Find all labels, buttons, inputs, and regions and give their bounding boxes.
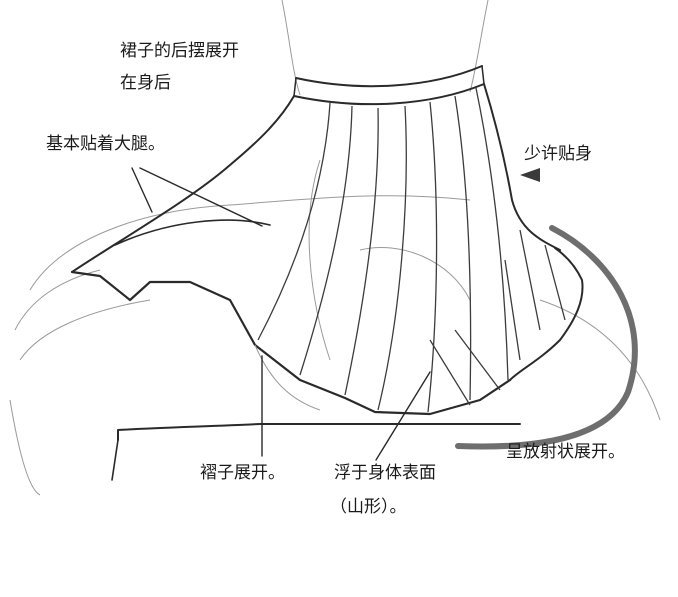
label-pleats-open: 褶子展开。 [200, 463, 285, 483]
label-back-hem: 裙子的后摆展开 [120, 41, 239, 61]
label-float: 浮于身体表面 [334, 463, 436, 483]
label-float-line2: （山形）。 [330, 497, 407, 517]
annotation-pointers [131, 167, 431, 461]
chair-edge [111, 344, 521, 481]
label-slight-fit: 少许贴身 [524, 144, 592, 164]
label-radial-spread: 呈放射状展开。 [506, 442, 625, 462]
skirt-pleats [257, 87, 566, 413]
skirt-waistband [293, 65, 485, 106]
radial-spread-arc [455, 225, 638, 450]
label-back-hem-line2: 在身后 [120, 73, 171, 93]
slight-fit-arrow-icon [520, 168, 540, 182]
label-thigh: 基本贴着大腿。 [46, 134, 165, 154]
pencil-construction-lines [9, 0, 661, 496]
